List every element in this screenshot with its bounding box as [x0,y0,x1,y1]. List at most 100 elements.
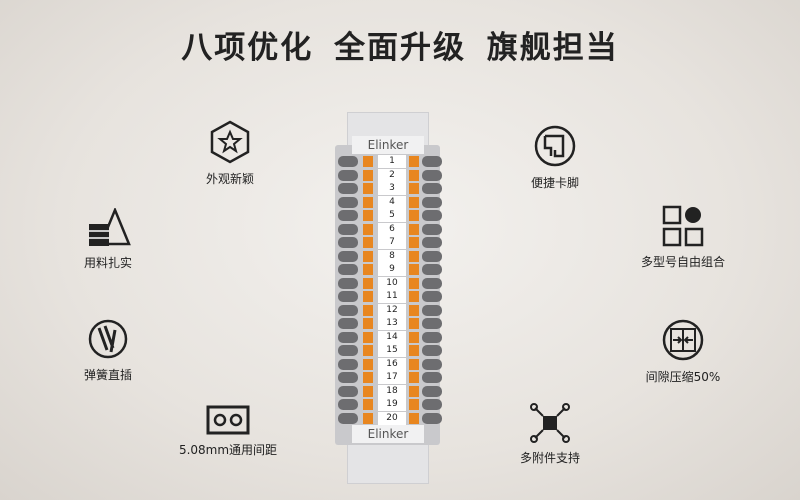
release-button [363,169,373,181]
release-button [409,196,419,208]
wire-hole [422,412,442,424]
release-button [363,277,373,289]
wire-hole [338,358,358,370]
position-number: 1 [378,155,406,168]
wire-hole [338,399,358,410]
feature-combination: 多型号自由组合 [613,205,753,270]
position-number: 20 [378,411,406,425]
position-number: 2 [378,168,406,182]
release-button [409,250,419,262]
terminal-position: 20 [335,411,442,425]
wire-hole [338,237,358,248]
combination-icon [662,205,704,247]
feature-spring: 弹簧直插 [38,318,178,383]
release-button [409,291,419,302]
wire-hole [422,250,442,262]
brand-label-bottom: Elinker [352,425,424,443]
position-number: 19 [378,398,406,411]
release-button [363,237,373,248]
release-button [363,399,373,410]
release-button [363,156,373,167]
release-button [363,331,373,343]
release-button [363,385,373,397]
release-button [363,412,373,424]
terminal-position: 7 [335,236,442,249]
position-number: 13 [378,317,406,330]
wire-hole [338,156,358,167]
wire-hole [422,345,442,356]
wire-hole [422,169,442,181]
position-number: 18 [378,384,406,398]
release-button [409,399,419,410]
terminal-position: 13 [335,317,442,330]
terminal-position: 18 [335,384,442,398]
terminal-position: 16 [335,357,442,371]
wire-hole [422,196,442,208]
wire-hole [422,291,442,302]
wire-hole [422,358,442,370]
feature-label: 5.08mm通用间距 [178,443,278,457]
spring-insert-icon [88,319,128,359]
release-button [409,304,419,316]
terminal-position: 3 [335,182,442,195]
wire-hole [338,196,358,208]
terminal-position: 6 [335,222,442,236]
wire-hole [338,304,358,316]
release-button [409,385,419,397]
wire-hole [338,169,358,181]
position-number: 17 [378,371,406,384]
release-button [409,210,419,221]
feature-material: 用料扎实 [38,208,178,271]
position-number: 16 [378,357,406,371]
wire-hole [338,412,358,424]
wire-hole [338,183,358,194]
terminal-position: 1 [335,155,442,168]
feature-label: 多附件支持 [519,451,580,465]
feature-appearance: 外观新颖 [160,120,300,187]
wire-hole [338,210,358,221]
wire-hole [338,372,358,383]
position-number: 9 [378,263,406,276]
terminal-position: 17 [335,371,442,384]
terminal-position: 10 [335,276,442,290]
release-button [363,183,373,194]
release-button [363,304,373,316]
position-number: 12 [378,303,406,317]
release-button [409,183,419,194]
position-number: 5 [378,209,406,222]
release-button [409,358,419,370]
feature-accessories: 多附件支持 [480,403,620,466]
terminal-position: 4 [335,195,442,209]
wire-hole [422,304,442,316]
position-number: 4 [378,195,406,209]
wire-hole [338,291,358,302]
wire-hole [338,264,358,275]
wire-hole [422,399,442,410]
release-button [363,291,373,302]
wire-hole [422,372,442,383]
wire-hole [338,318,358,329]
accessories-icon [530,403,570,443]
wire-hole [422,277,442,289]
release-button [409,412,419,424]
terminal-position: 12 [335,303,442,317]
wire-hole [422,331,442,343]
compress-icon [662,319,704,361]
wire-hole [422,223,442,235]
wire-hole [338,345,358,356]
release-button [409,318,419,329]
release-button [363,318,373,329]
release-button [409,345,419,356]
wire-hole [422,385,442,397]
release-button [409,331,419,343]
feature-compress: 间隙压缩50% [613,318,753,385]
release-button [409,237,419,248]
release-button [363,250,373,262]
feature-label: 间隙压缩50% [645,370,721,384]
wire-hole [338,250,358,262]
release-button [363,372,373,383]
wire-hole [338,331,358,343]
position-number: 6 [378,222,406,236]
brand-label-top: Elinker [352,136,424,154]
